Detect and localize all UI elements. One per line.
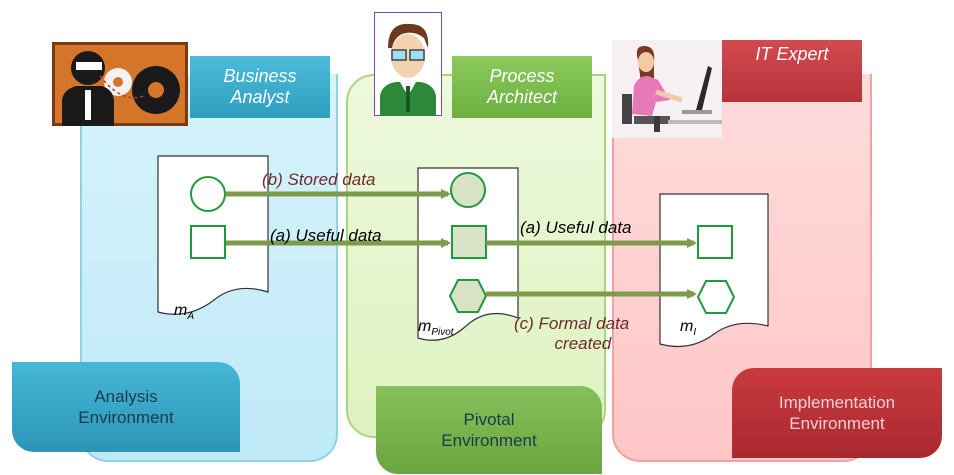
model-a-base: m	[174, 302, 188, 319]
useful-data-square-pivot	[451, 225, 487, 259]
analysis-env-line1: Analysis	[94, 387, 158, 406]
process-architect-line1: Process	[489, 66, 555, 86]
process-architect-tab: Process Architect	[452, 56, 592, 118]
business-analyst-line2: Analyst	[230, 87, 290, 107]
analysis-env-line2: Environment	[78, 408, 174, 427]
model-pivot-sub: Pivot	[431, 327, 454, 339]
it-expert-label: IT Expert	[755, 44, 829, 64]
formal-data-hexagon-i	[696, 280, 736, 314]
model-i-label: mI	[680, 318, 696, 338]
analysis-environment-box: Analysis Environment	[12, 362, 240, 452]
useful-data-square-a	[190, 225, 226, 259]
it-expert-tab: IT Expert	[722, 40, 862, 102]
implementation-env-line2: Environment	[789, 414, 885, 433]
pivotal-environment-box: Pivotal Environment	[376, 386, 602, 474]
formal-data-line2: created	[554, 334, 612, 353]
model-pivot-base: m	[418, 318, 432, 335]
implementation-environment-box: Implementation Environment	[732, 368, 942, 458]
stored-data-circle-a	[190, 176, 226, 212]
model-i-base: m	[680, 318, 694, 335]
model-i-document	[659, 193, 769, 347]
process-architect-line2: Architect	[486, 87, 558, 107]
model-a-sub: A	[187, 311, 194, 323]
formal-data-hexagon-pivot	[448, 279, 488, 313]
pivotal-env-line1: Pivotal	[463, 410, 515, 429]
formal-data-line1: (c) Formal data	[514, 314, 630, 333]
useful-data-square-i	[697, 225, 733, 259]
business-analyst-line1: Business	[223, 66, 297, 86]
business-analyst-tab: Business Analyst	[190, 56, 330, 118]
formal-data-label: (c) Formal data created	[514, 314, 629, 354]
pivotal-env-line2: Environment	[441, 431, 537, 450]
useful-data-label-right: (a) Useful data	[520, 218, 632, 237]
implementation-env-line1: Implementation	[778, 393, 896, 412]
stored-data-label: (b) Stored data	[262, 170, 376, 189]
process-architect-avatar	[373, 11, 443, 117]
business-analyst-avatar	[52, 42, 188, 126]
it-expert-avatar	[612, 40, 722, 138]
useful-data-label-left: (a) Useful data	[270, 226, 382, 245]
model-pivot-label: mPivot	[418, 318, 454, 338]
model-i-sub: I	[693, 327, 697, 339]
model-a-label: mA	[174, 302, 194, 322]
stored-data-circle-pivot	[450, 172, 486, 208]
